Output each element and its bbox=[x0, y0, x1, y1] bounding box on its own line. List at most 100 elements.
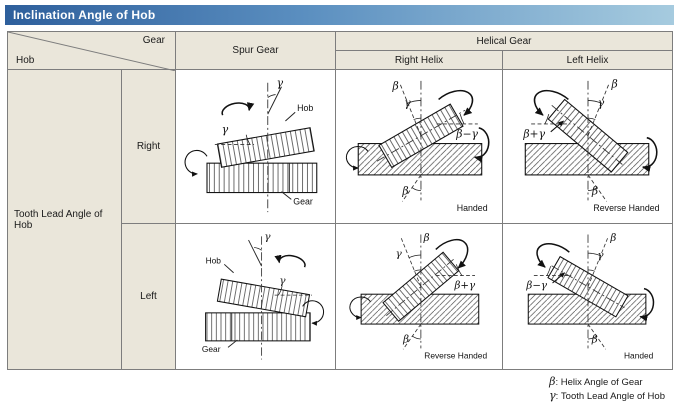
leader-line bbox=[280, 191, 292, 200]
bottom-dashed-line bbox=[401, 174, 422, 202]
leader-line bbox=[227, 339, 238, 348]
row-label-tooth-lead-angle: Tooth Lead Angle of Hob bbox=[7, 69, 122, 370]
angle-beta-plus-gamma-label: β+γ bbox=[453, 279, 476, 291]
hob-axis-line bbox=[550, 105, 625, 167]
gear-block bbox=[524, 143, 649, 176]
row-label-left: Left bbox=[121, 223, 176, 370]
angle-beta-minus-gamma-label: β−γ bbox=[525, 279, 548, 291]
gear-rotation-arrow-icon bbox=[184, 149, 207, 177]
reverse-handed-label: Reverse Handed bbox=[424, 350, 487, 360]
diagram-right-helix-left: β γ β+γ β Reverse Handed bbox=[349, 232, 487, 360]
angle-arc bbox=[546, 265, 551, 276]
hob-rotation-arrow-icon bbox=[438, 89, 474, 116]
hob-axis-line bbox=[386, 256, 456, 316]
helix-dashed-line bbox=[587, 84, 609, 136]
angle-arc bbox=[413, 117, 421, 120]
page-title: Inclination Angle of Hob bbox=[13, 8, 156, 22]
gear-block bbox=[204, 311, 311, 341]
cell-right-helix-right: β γ β−γ β Handed bbox=[335, 69, 503, 224]
gear-block bbox=[205, 162, 317, 194]
hob-text-label: Hob bbox=[297, 103, 313, 113]
angle-line bbox=[247, 239, 262, 266]
hob-block bbox=[216, 127, 315, 168]
gear-text-label: Gear bbox=[201, 344, 220, 354]
gear-text-label: Gear bbox=[293, 196, 313, 206]
angle-gamma-label: γ bbox=[597, 96, 604, 109]
diagram-left-helix-left: β γ β−γ β Handed bbox=[525, 232, 654, 360]
header-gear-label: Gear bbox=[142, 35, 165, 46]
angle-arc bbox=[544, 114, 549, 125]
gamma-note-text: : Tooth Lead Angle of Hob bbox=[555, 391, 665, 402]
footnote-beta: β: Helix Angle of Gear bbox=[549, 375, 665, 389]
leader-arrow-icon bbox=[551, 271, 565, 283]
angle-beta-plus-gamma-label: β+γ bbox=[522, 128, 545, 141]
main-table: Gear Hob Spur Gear Helical Gear Right He… bbox=[7, 31, 673, 370]
angle-arc bbox=[587, 117, 596, 120]
hob-block bbox=[216, 278, 310, 317]
side-rotation-arrow-icon bbox=[473, 127, 490, 163]
helix-dashed-line bbox=[399, 84, 422, 136]
leader-arrow-icon bbox=[549, 120, 564, 133]
leader-line bbox=[284, 111, 296, 122]
reverse-handed-label: Reverse Handed bbox=[593, 203, 659, 213]
angle-arc bbox=[407, 100, 421, 104]
angle-arc bbox=[245, 134, 250, 145]
angle-line bbox=[266, 86, 282, 115]
angle-beta-label: β bbox=[401, 185, 408, 198]
angle-arc bbox=[277, 285, 283, 295]
angle-gamma-label: γ bbox=[279, 274, 286, 286]
beta-symbol: β bbox=[549, 375, 556, 388]
angle-arc bbox=[587, 187, 597, 191]
side-rotation-arrow-icon bbox=[641, 136, 658, 173]
angle-gamma-label: γ bbox=[276, 77, 283, 90]
gamma-symbol: γ bbox=[549, 389, 556, 402]
diagram-left-helix-right: β γ β+γ β Reverse Handed bbox=[522, 78, 659, 213]
header-left-helix: Left Helix bbox=[502, 50, 673, 70]
footnote-gamma: γ: Tooth Lead Angle of Hob bbox=[549, 389, 665, 403]
angle-gamma-label: γ bbox=[404, 96, 411, 109]
hob-rotation-arrow-icon bbox=[533, 89, 569, 116]
header-hob-label: Hob bbox=[16, 55, 35, 66]
angle-arc bbox=[412, 335, 421, 339]
bottom-dashed-line bbox=[587, 323, 606, 350]
angle-arc bbox=[413, 269, 421, 272]
angle-gamma-label: γ bbox=[597, 249, 604, 261]
helix-dashed-line bbox=[400, 237, 422, 287]
bottom-dashed-line bbox=[402, 323, 422, 350]
angle-beta-label: β bbox=[392, 80, 399, 93]
angle-arc bbox=[253, 246, 262, 251]
cell-left-helix-left: β γ β−γ β Handed bbox=[502, 223, 673, 370]
angle-gamma-label: γ bbox=[264, 231, 271, 243]
angle-beta-label: β bbox=[610, 78, 617, 91]
angle-beta-label: β bbox=[423, 232, 430, 244]
angle-gamma-label: γ bbox=[221, 123, 228, 136]
angle-gamma-label: γ bbox=[396, 247, 403, 259]
diagonal-divider bbox=[8, 32, 176, 71]
header-helical-gear: Helical Gear bbox=[335, 31, 673, 51]
angle-arc bbox=[267, 94, 276, 98]
diagram-spur-left: γ γ Hob Gear bbox=[201, 231, 324, 360]
row-label-right: Right bbox=[121, 69, 176, 224]
header-spur-gear: Spur Gear bbox=[175, 31, 336, 70]
angle-beta-label: β bbox=[590, 185, 597, 198]
header-cell-diagonal: Gear Hob bbox=[7, 31, 176, 71]
hob-text-label: Hob bbox=[205, 255, 221, 265]
side-rotation-arrow-icon bbox=[638, 287, 654, 322]
hob-axis-line bbox=[550, 264, 625, 308]
angle-arc bbox=[408, 254, 421, 258]
angle-arc bbox=[459, 114, 465, 125]
angle-arc bbox=[455, 263, 463, 276]
hob-rotation-arrow-icon bbox=[273, 254, 306, 267]
gear-rotation-arrow-icon bbox=[345, 145, 369, 171]
cell-spur-right: γ γ Hob Gear bbox=[175, 69, 336, 224]
diagram-right-helix-right: β γ β−γ β Handed bbox=[345, 80, 490, 213]
bottom-dashed-line bbox=[587, 174, 607, 202]
angle-beta-label: β bbox=[402, 333, 409, 345]
angle-beta-minus-gamma-label: β−γ bbox=[455, 128, 478, 141]
gear-rotation-arrow-icon bbox=[349, 295, 371, 320]
hob-rotation-arrow-icon bbox=[435, 238, 469, 269]
handed-label: Handed bbox=[623, 350, 653, 360]
header-right-helix: Right Helix bbox=[335, 50, 503, 70]
cell-left-helix-right: β γ β+γ β Reverse Handed bbox=[502, 69, 673, 224]
